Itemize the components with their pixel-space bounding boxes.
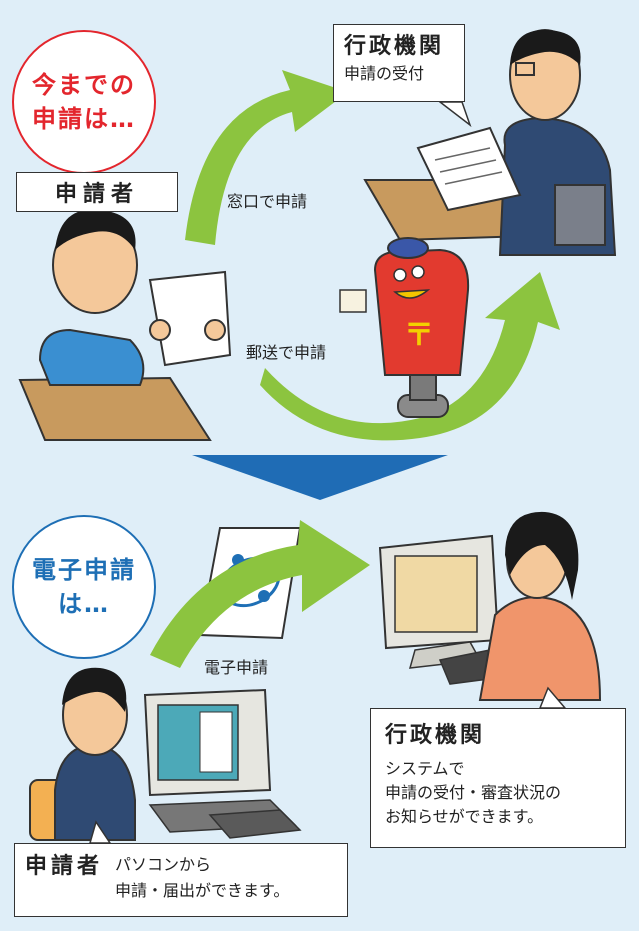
badge-before-line2: 申請は… xyxy=(32,105,136,133)
applicant-illustration-bottom xyxy=(29,667,302,841)
government-bubble-top: 行政機関 申請の受付 xyxy=(333,24,465,102)
official-illustration-bottom xyxy=(378,511,602,701)
bubble-tail-gov-top xyxy=(437,101,472,128)
government-subtitle-top: 申請の受付 xyxy=(344,64,425,83)
badge-before-line1: 今までの xyxy=(32,71,136,99)
label-mail-submission: 郵送で申請 xyxy=(246,343,327,362)
official-illustration-top xyxy=(363,29,617,256)
arrow-electronic-submission xyxy=(150,520,370,668)
applicant-title-bottom: 申請者 xyxy=(25,854,104,879)
svg-text:〒: 〒 xyxy=(404,318,434,353)
government-title-bottom: 行政機関 xyxy=(385,723,486,748)
badge-electronic-line1: 電子申請 xyxy=(32,556,136,584)
government-line: 申請の受付・審査状況の xyxy=(385,783,562,802)
badge-electronic: 電子申請 は… xyxy=(12,515,156,659)
badge-electronic-line2: は… xyxy=(58,590,110,618)
government-bubble-bottom: 行政機関 システムで 申請の受付・審査状況の お知らせができます。 xyxy=(370,708,626,848)
applicant-line: パソコンから xyxy=(115,855,212,874)
arrow-mail-submission xyxy=(260,272,560,441)
arrow-counter-submission xyxy=(185,70,348,245)
applicant-label-top: 申請者 xyxy=(16,172,178,212)
government-title-top: 行政機関 xyxy=(344,34,445,59)
label-counter-submission: 窓口で申請 xyxy=(227,192,308,211)
government-line: システムで xyxy=(385,759,465,778)
postbox-mascot: 〒 xyxy=(339,237,470,418)
badge-before: 今までの 申請は… xyxy=(12,30,156,174)
label-electronic-submission: 電子申請 xyxy=(204,658,269,677)
government-line: お知らせができます。 xyxy=(385,807,544,826)
applicant-line: 申請・届出ができます。 xyxy=(115,881,290,900)
transition-arrow xyxy=(192,455,448,500)
applicant-illustration-top xyxy=(18,209,232,441)
applicant-bubble-bottom: 申請者 パソコンから 申請・届出ができます。 xyxy=(14,843,348,917)
